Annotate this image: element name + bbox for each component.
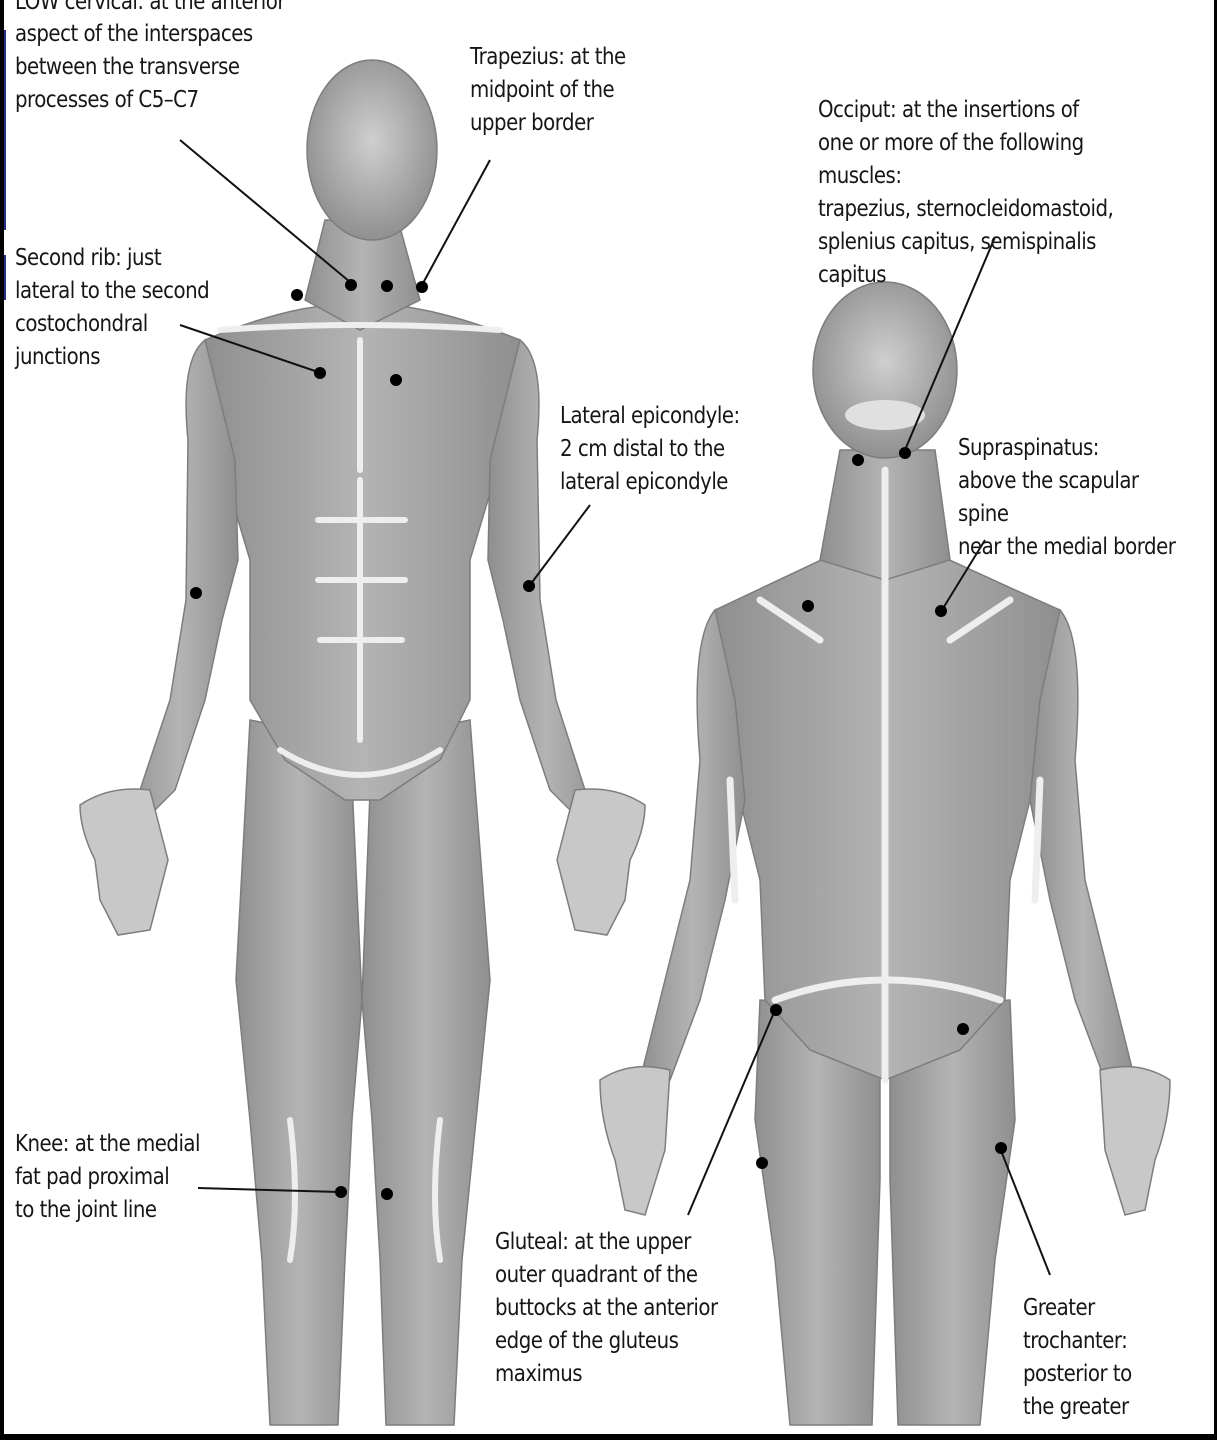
tender-point xyxy=(756,1157,768,1169)
occiput-label: Occiput: at the insertions of one or mor… xyxy=(818,94,1161,292)
second-rib-label: Second rib: just lateral to the second c… xyxy=(15,242,209,374)
tender-point xyxy=(957,1023,969,1035)
tender-point xyxy=(345,279,357,291)
low-cervical-label: aspect of the interspaces between the tr… xyxy=(15,18,253,117)
tender-point xyxy=(291,289,303,301)
tender-point xyxy=(381,1188,393,1200)
frame-left-border xyxy=(0,0,4,1440)
knee-label: Knee: at the medial fat pad proximal to … xyxy=(15,1128,200,1227)
tender-point xyxy=(935,605,947,617)
trapezius-label: Trapezius: at the midpoint of the upper … xyxy=(470,41,626,140)
occiput-highlight xyxy=(845,400,925,430)
tender-point xyxy=(770,1004,782,1016)
tender-point xyxy=(523,580,535,592)
tender-point xyxy=(190,587,202,599)
tender-point xyxy=(802,600,814,612)
tender-point xyxy=(390,374,402,386)
tender-point xyxy=(335,1186,347,1198)
tender-point xyxy=(381,280,393,292)
tender-point xyxy=(416,281,428,293)
gluteal-label: Gluteal: at the upper outer quadrant of … xyxy=(495,1226,718,1391)
greater-trochanter-label: Greater trochanter: posterior to the gre… xyxy=(1023,1292,1132,1424)
tender-point xyxy=(852,454,864,466)
tender-point xyxy=(314,367,326,379)
tender-point xyxy=(899,447,911,459)
lateral-epicondyle-label: Lateral epicondyle: 2 cm distal to the l… xyxy=(560,400,740,499)
frame-bottom-border xyxy=(0,1434,1217,1440)
tender-point xyxy=(995,1142,1007,1154)
supraspinatus-label: Supraspinatus: above the scapular spine … xyxy=(958,432,1181,564)
low-cervical-label-cut: LOW cervical: at the anterior xyxy=(15,0,285,19)
